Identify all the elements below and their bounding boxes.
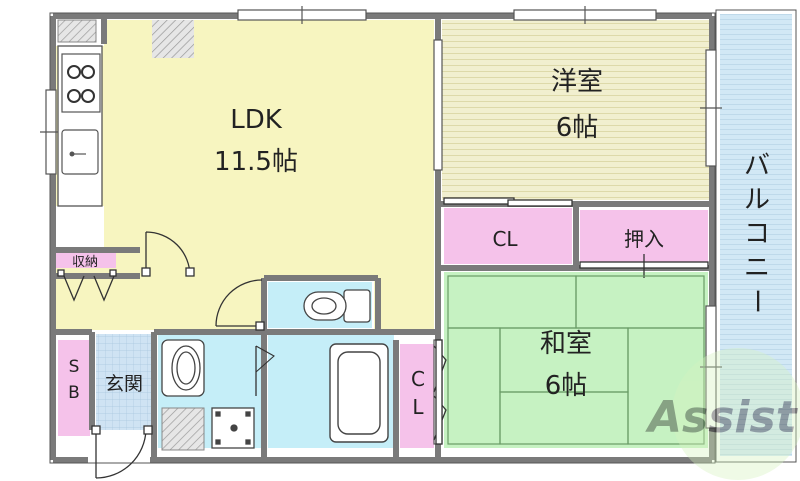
kitchen [57,45,103,207]
oshiire-closet [580,210,708,262]
pipe-shaft-bottom [161,407,205,451]
shoe-box-b: B [68,383,80,403]
shoe-box-s: S [69,357,80,377]
closet-vertical-c: C [411,367,425,391]
wall-outlines [49,9,797,464]
stove [61,53,101,113]
balcony-char-5: ー [741,288,771,314]
ldk-size: 11.5帖 [214,147,298,177]
washing-machine [211,407,255,449]
japanese-room-label: 和室 [540,329,592,359]
shoe-box [58,340,90,436]
bathtub [329,343,389,443]
tatami-mats [447,275,705,445]
western-room-label: 洋室 [551,67,603,97]
balcony-floor [720,14,792,456]
washbasin [161,339,205,397]
balcony-label: バ ル コ ニ ー [741,151,771,314]
western-room-size: 6帖 [556,113,599,143]
storage-label: 収納 [72,255,98,270]
oshiire-label: 押入 [624,227,664,251]
closet-cl-label: CL [492,227,518,251]
balcony-char-2: ル [744,185,770,215]
storage [56,252,116,268]
balcony-char-1: バ [744,151,770,181]
assist-logo-watermark: Assist [645,348,800,480]
doors [57,197,709,479]
balcony-char-4: ニ [744,253,770,283]
watermark-text: Assist [645,392,799,443]
closet-cl [444,208,572,264]
entrance-label: 玄関 [105,373,143,395]
western-room-floor [442,20,710,200]
ldk-label: LDK [230,105,283,135]
entrance-floor [96,334,152,430]
toilet [303,289,371,323]
kitchen-sink [61,129,99,175]
closet-vertical-l: L [412,395,424,419]
ldk-floor [56,20,434,330]
pipe-shaft-top-left [57,19,97,43]
closet-cl-vertical [400,344,434,448]
japanese-room-size: 6帖 [545,371,588,401]
pipe-shaft-ldk [152,20,194,58]
balcony-char-3: コ [744,219,770,249]
